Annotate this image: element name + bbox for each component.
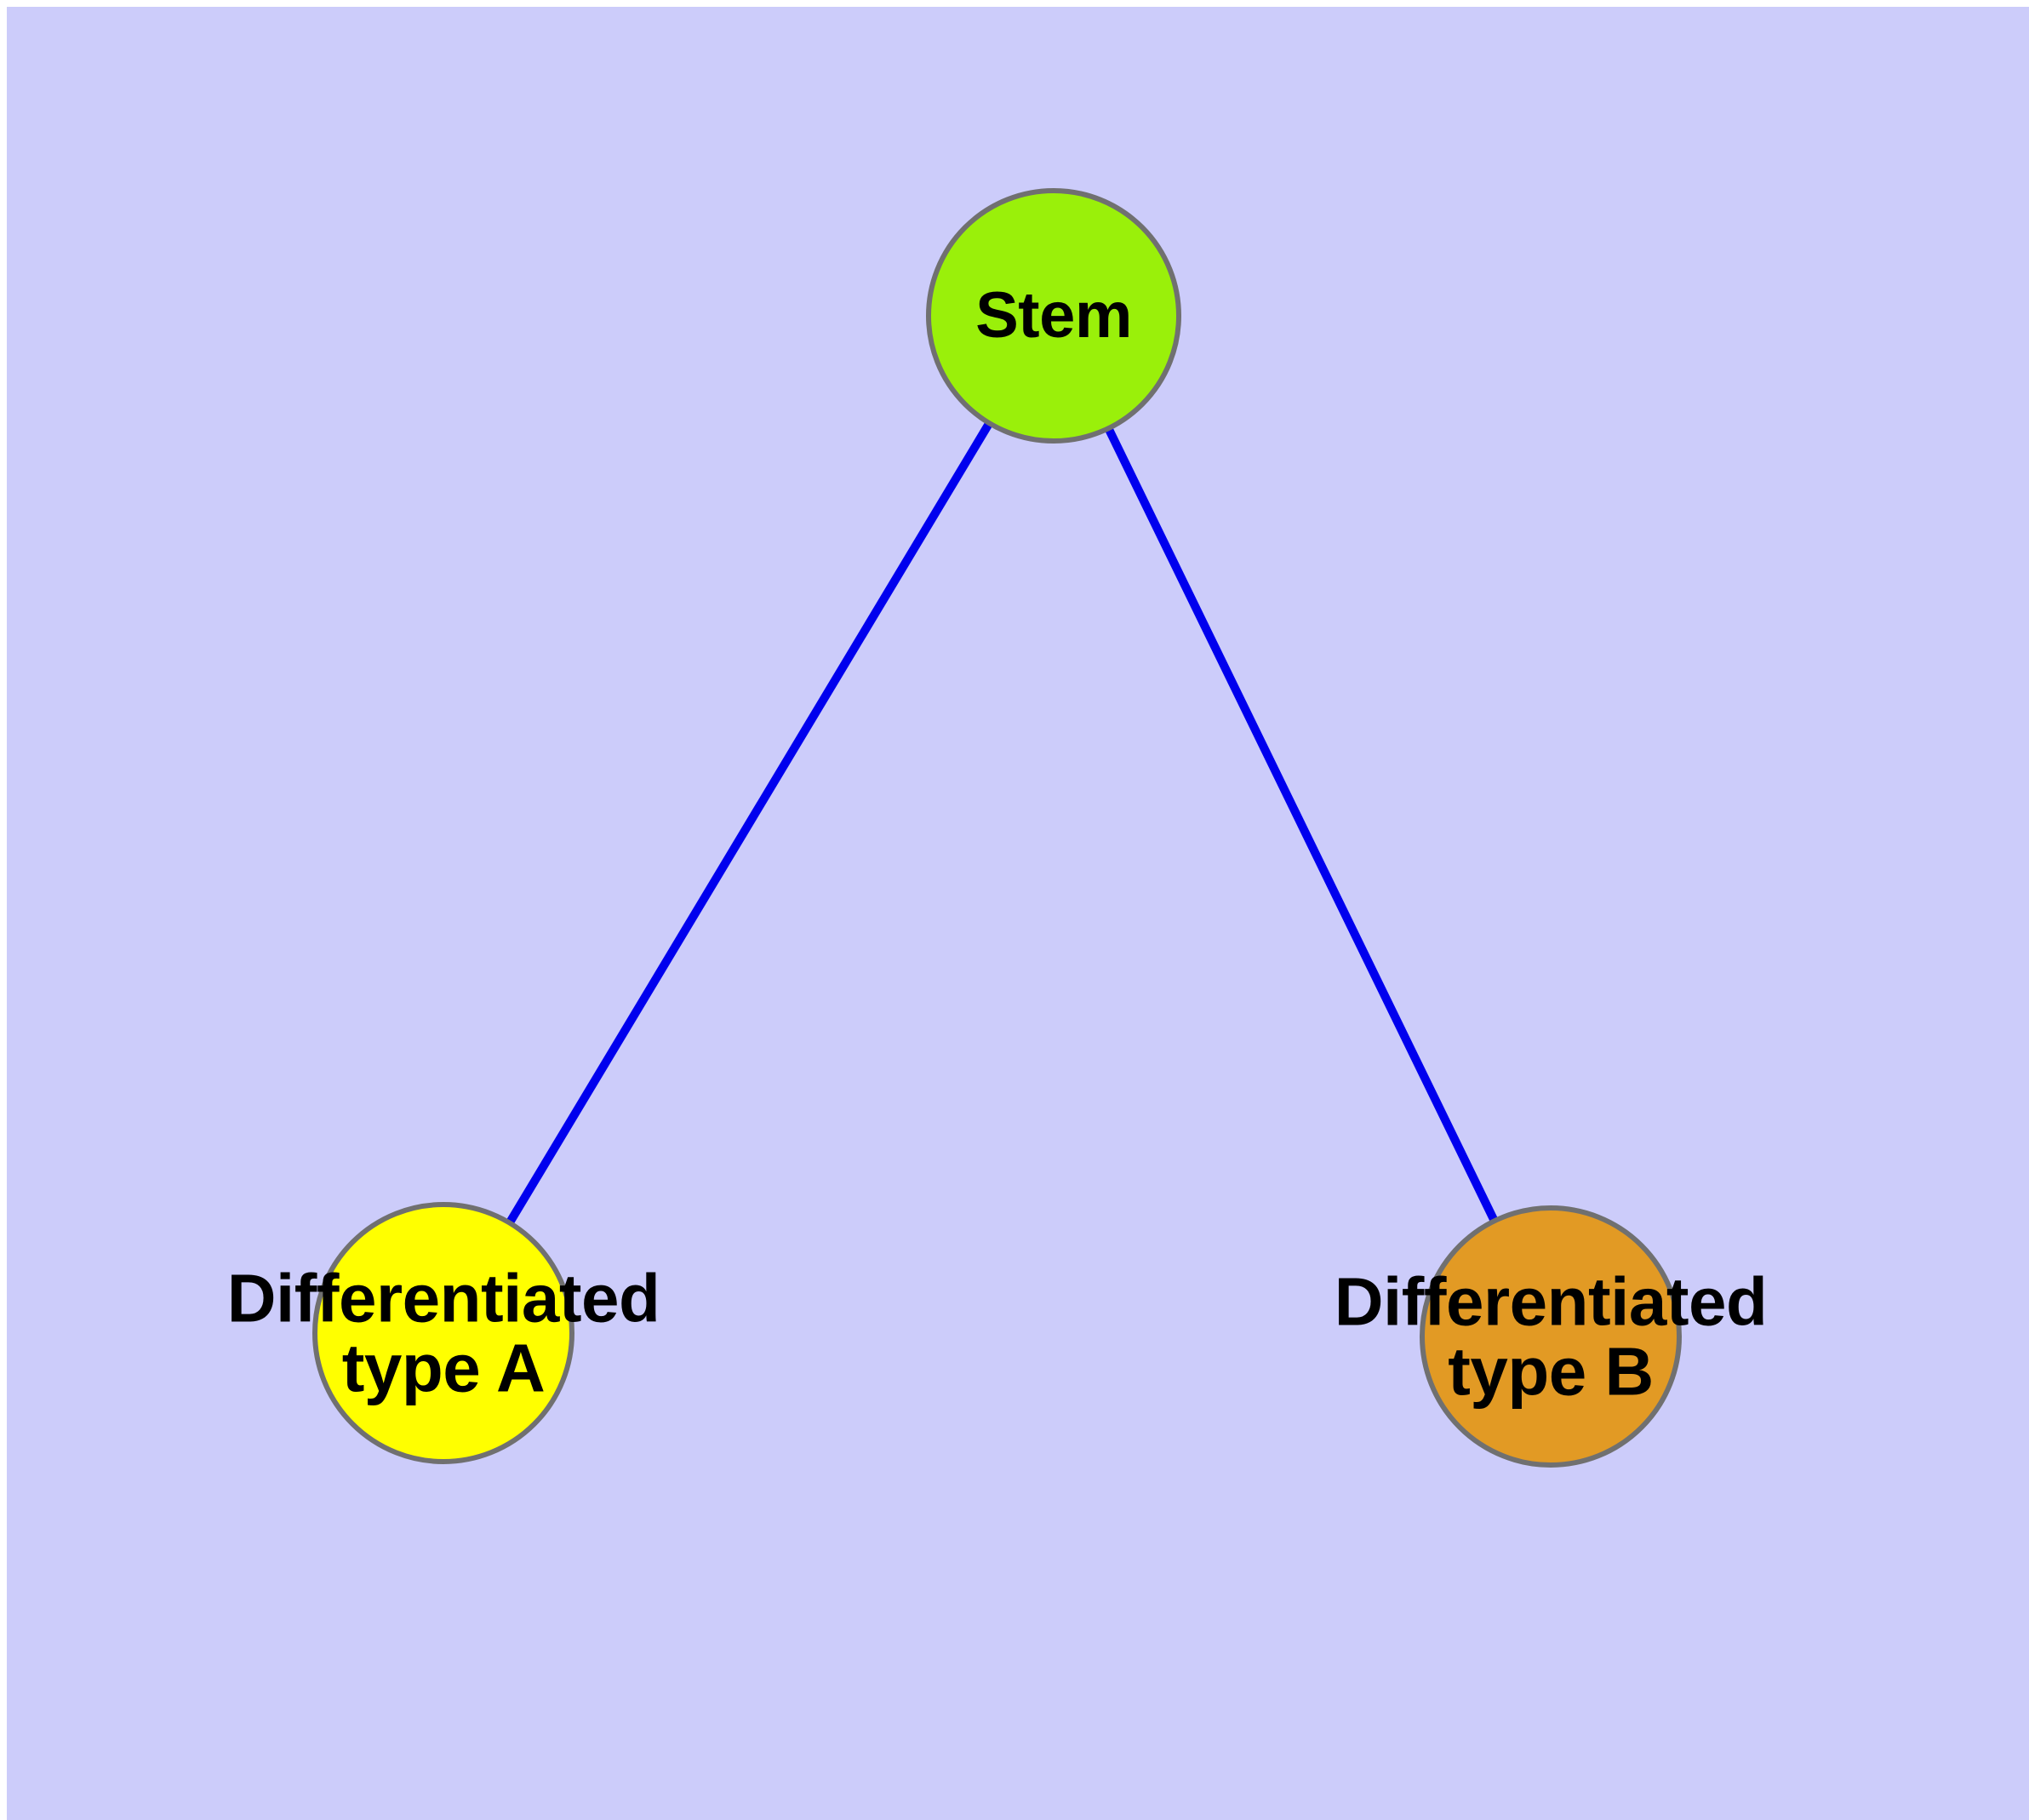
graph-node-diff_b[interactable]: [1420, 1205, 1682, 1468]
graph-node-diff_a[interactable]: [312, 1202, 574, 1464]
graph-edge-stem-diff_a: [505, 419, 994, 1227]
graph-edge-stem-diff_b: [1103, 425, 1500, 1225]
graph-node-stem[interactable]: [926, 188, 1181, 444]
nodes-layer: [312, 188, 1682, 1468]
edges-layer: [505, 419, 1500, 1227]
